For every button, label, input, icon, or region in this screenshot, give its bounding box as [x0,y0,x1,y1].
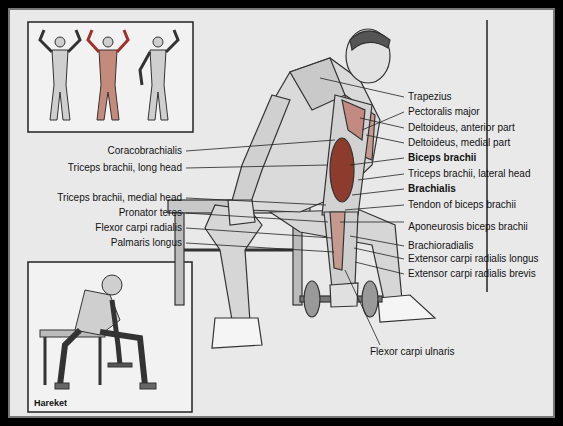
leader-line [352,189,404,195]
right-shoe [378,295,435,322]
muscle-label: Pronator teres [119,207,182,219]
leader-line [350,158,404,165]
leader-line [340,222,404,223]
leader-line [354,248,404,259]
muscle-label: Coracobrachialis [108,145,182,157]
muscle-label: Aponeurosis biceps brachii [408,221,528,233]
muscle-label: Deltoideus, anterior part [408,122,515,134]
muscle-label: Brachioradialis [408,240,474,252]
biceps [330,138,354,202]
muscle-label: Deltoideus, medial part [408,137,510,149]
muscle-label: Triceps brachii, long head [68,162,182,174]
left-shoe [212,318,262,348]
leader-line [186,213,328,222]
muscle-label: Extensor carpi radialis longus [408,253,539,265]
dumbbell [108,363,132,367]
inset-box [28,22,193,132]
muscle-label: Biceps brachii [408,152,476,164]
muscle-label: Flexor carpi radialis [95,222,182,234]
figure [153,37,163,47]
muscle-label: Pectoralis major [408,106,480,118]
inset-figures [28,22,193,132]
figure [97,50,119,120]
leader-line [358,174,404,180]
inset-caption: Hareket [34,397,67,409]
leader-line [345,270,380,345]
leader-line [360,118,404,128]
left-hand [228,200,255,225]
inset-movement [28,262,192,412]
muscle-label: Palmaris longus [111,237,182,249]
leader-line [350,236,404,246]
left-arm [230,95,290,208]
figure [140,30,178,85]
leader-line [186,165,328,168]
figure [88,30,128,52]
leader-line [186,198,326,205]
deltoid [342,100,365,140]
figure [103,37,113,47]
muscle-label: Tendon of biceps brachii [408,199,516,211]
dumbbell-plate [304,281,320,317]
figure [60,330,145,385]
figure [55,37,65,47]
forearm-muscle [330,212,345,270]
forearm [324,212,358,288]
leader-line [186,228,332,238]
right-hand [330,283,358,307]
muscle-label: Flexor carpi ulnaris [370,346,454,358]
muscle-label: Triceps brachii, medial head [57,192,182,204]
leader-line [355,262,404,274]
figure [40,30,80,52]
muscle-label: Brachialis [408,183,456,195]
head [346,29,390,83]
inset-box [28,262,192,412]
leader-line [186,140,335,151]
leader-line [186,243,334,252]
leader-line [362,112,404,130]
hair [350,31,390,50]
main-figure [168,29,435,348]
bench [45,337,100,385]
leader-lines [186,78,404,345]
leader-line [320,78,404,97]
upper-arm [322,95,372,215]
muscle-label: Trapezius [408,91,452,103]
divider [486,20,488,292]
leader-line [345,205,404,210]
figure [102,275,122,295]
shoe [55,383,69,389]
shoe [140,383,156,389]
muscle-label: Triceps brachii, lateral head [408,168,530,180]
figure [112,300,120,365]
leader-line [366,135,404,143]
muscle-label: Extensor carpi radialis brevis [408,268,536,280]
figure [50,50,70,120]
figure [148,50,168,120]
ground [9,9,554,417]
